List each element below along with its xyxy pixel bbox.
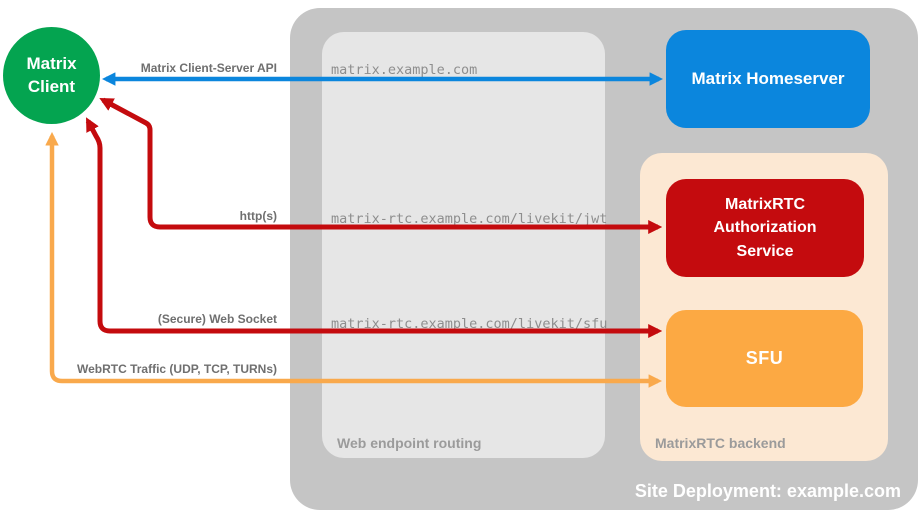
matrixrtc-backend-label: MatrixRTC backend: [655, 435, 786, 451]
endpoint-livekit-jwt: matrix-rtc.example.com/livekit/jwt: [331, 211, 608, 227]
endpoint-matrix-example-com: matrix.example.com: [331, 62, 478, 78]
sfu-node: SFU: [666, 310, 863, 407]
sfu-label: SFU: [745, 348, 784, 368]
site-deployment-label: Site Deployment: example.com: [634, 481, 901, 501]
matrix-client-node: Matrix Client: [3, 27, 100, 124]
endpoint-livekit-sfu: matrix-rtc.example.com/livekit/sfu: [331, 316, 608, 332]
client-server-api-edge-label: Matrix Client-Server API: [140, 61, 277, 75]
matrixrtc-authorization-service-node: MatrixRTC Authorization Service: [666, 179, 864, 277]
matrix-client-label: Matrix Client: [26, 54, 77, 96]
matrixrtc-authorization-service-label: MatrixRTC Authorization Service: [713, 196, 817, 260]
matrix-homeserver-node: Matrix Homeserver: [666, 30, 870, 128]
http-edge-label: http(s): [239, 209, 277, 223]
web-endpoint-routing-label: Web endpoint routing: [337, 435, 482, 451]
websocket-edge-label: (Secure) Web Socket: [157, 312, 277, 326]
matrix-homeserver-label: Matrix Homeserver: [691, 69, 845, 88]
webrtc-edge-label: WebRTC Traffic (UDP, TCP, TURNs): [76, 362, 277, 376]
web-endpoint-routing-container: [322, 32, 605, 458]
